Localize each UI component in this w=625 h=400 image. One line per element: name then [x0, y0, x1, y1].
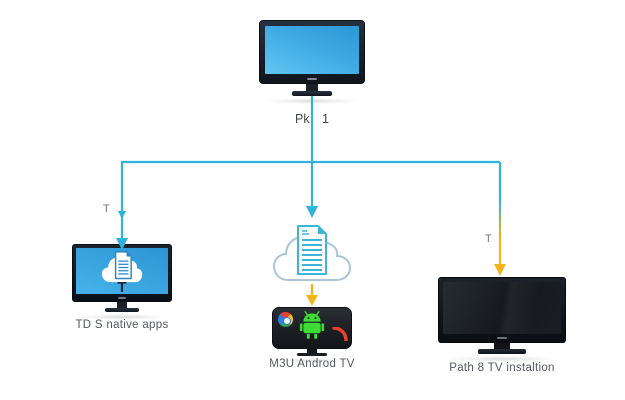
left-tv-screen: T: [76, 248, 168, 296]
monitor-bezel: [259, 20, 365, 84]
right-tv-stand-neck: [494, 343, 510, 349]
android-box-stand-neck: [307, 349, 317, 353]
branch-tag-left: T: [103, 203, 110, 215]
android-box-shadow: [277, 358, 347, 363]
center-arrowhead: [306, 206, 318, 218]
source-label: Pk 1: [294, 112, 329, 126]
left-tv-stand-base: [105, 308, 139, 312]
right-tv-stand-base: [478, 349, 526, 354]
red-swoosh-icon: [332, 326, 348, 346]
left-tv-screen-letter: T: [117, 279, 127, 296]
right-tv-screen: [443, 282, 561, 334]
middle-down-arrowhead: [306, 295, 318, 306]
left-tv-logo: [118, 297, 126, 299]
android-tv-box-body: [272, 307, 352, 349]
android-tv-box: [272, 307, 352, 363]
right-tv-shadow: [444, 356, 560, 362]
chrome-swirl-icon: [278, 312, 293, 327]
android-robot-icon: [299, 310, 325, 346]
left-tv-shadow: [77, 314, 167, 320]
tv-cloud-document-icon: [101, 251, 143, 283]
cloud-document-icon: [272, 225, 352, 281]
left-mid-arrowhead: [118, 211, 126, 219]
monitor-screen: [265, 26, 359, 74]
monitor-logo: [307, 78, 317, 80]
branch-tag-right: T: [485, 233, 492, 245]
middle-label: M3U Androd TV: [269, 358, 355, 370]
right-tv-bezel: [438, 277, 566, 343]
right-tv-logo: [497, 337, 507, 339]
right-arrowhead: [494, 264, 506, 276]
android-box-stand-base: [297, 353, 327, 356]
left-tv-stand-neck: [117, 302, 127, 308]
left-tv: T: [72, 244, 172, 320]
monitor-stand-neck: [306, 84, 318, 91]
monitor-shadow: [264, 98, 360, 104]
source-monitor: [259, 20, 365, 104]
right-tv-label: Path 8 TV instaltion: [449, 362, 555, 374]
left-tv-label: TD S native apps: [75, 319, 169, 331]
monitor-stand-base: [292, 91, 332, 96]
right-tv: [438, 277, 566, 362]
left-tv-bezel: T: [72, 244, 172, 302]
